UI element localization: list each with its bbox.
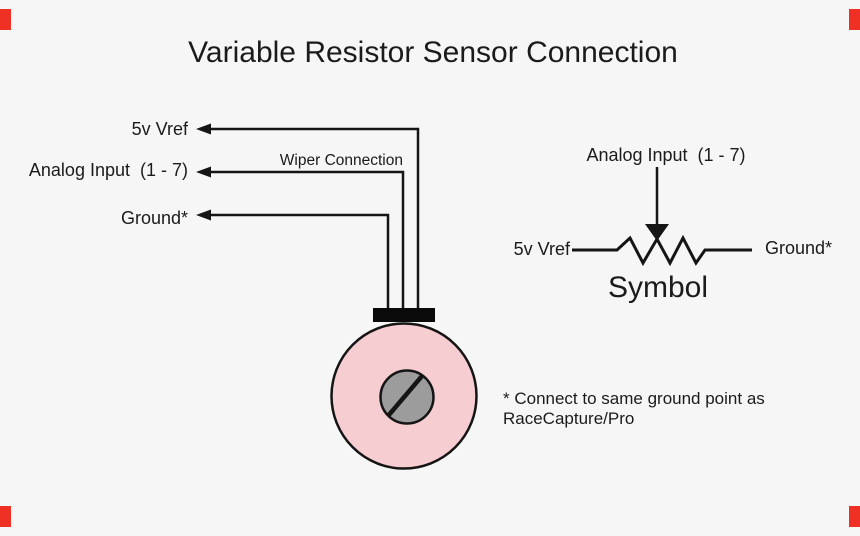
wire-ground [209,213,390,309]
pin-label-analog-input: Analog Input (1 - 7) [29,160,188,180]
watermark-corner-bottom-right [849,506,860,527]
arrowhead-5v-vref-icon [196,123,211,135]
wire-5v-vref [209,127,420,309]
page-title: Variable Resistor Sensor Connection [188,36,678,69]
symbol-caption: Symbol [608,271,708,304]
resistor-zigzag [572,234,752,267]
arrowhead-ground-icon [196,209,211,221]
watermark-corner-top-left [0,9,11,30]
potentiometer-illustration [330,308,478,470]
pin-label-ground: Ground* [121,208,188,228]
potentiometer-terminal-cap [373,308,435,322]
pin-label-5v-vref: 5v Vref [132,119,189,139]
screw-slot [386,374,424,418]
watermark-corner-bottom-left [0,506,11,527]
symbol-ground-label: Ground* [765,238,832,258]
symbol-wiper-arrowhead-icon [645,224,669,241]
footnote-line-2: RaceCapture/Pro [503,409,634,428]
watermark-corner-top-right [849,9,860,30]
wire-analog-input [209,170,405,309]
arrowhead-analog-input-icon [196,166,211,178]
footnote-line-1: * Connect to same ground point as [503,389,765,408]
symbol-5v-vref-label: 5v Vref [514,239,571,259]
resistor-symbol-schematic: Analog Input (1 - 7) 5v Vref Ground* Sym… [514,145,832,304]
wiper-connection-label: Wiper Connection [280,152,403,169]
symbol-analog-input-label: Analog Input (1 - 7) [586,145,745,165]
